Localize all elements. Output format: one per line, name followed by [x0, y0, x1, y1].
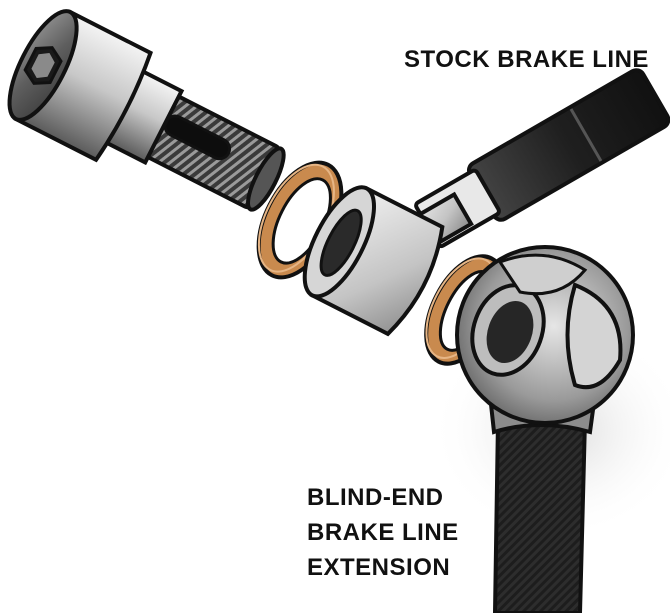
blind-end-label-line-1: BLIND-END [307, 484, 444, 511]
banjo-bolt [7, 9, 286, 212]
blind-end-extension [455, 245, 635, 613]
stock-banjo-fitting [302, 185, 445, 337]
blind-end-label-line-3: EXTENSION [307, 554, 451, 581]
blind-end-label-line-2: BRAKE LINE [307, 519, 459, 546]
stock-brake-line-label: STOCK BRAKE LINE [404, 46, 649, 73]
blind-end-extension-label: BLIND-END BRAKE LINE EXTENSION [307, 480, 459, 585]
